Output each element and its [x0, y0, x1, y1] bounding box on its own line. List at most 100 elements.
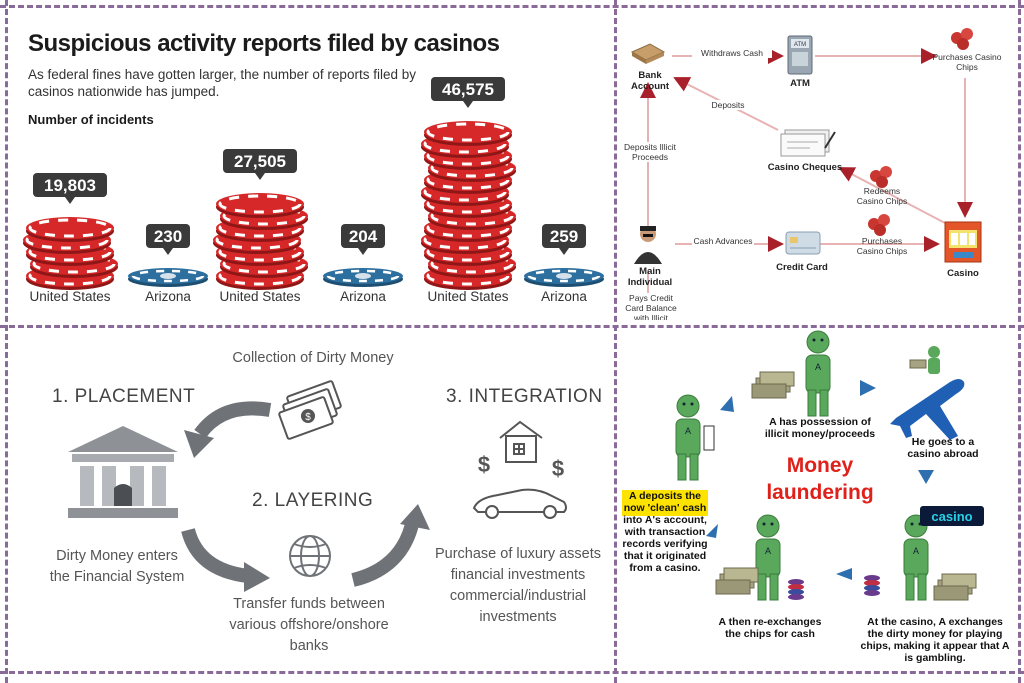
value-label-box [542, 224, 586, 248]
category-label: Arizona [541, 289, 587, 304]
value-label: 230 [154, 227, 182, 246]
chart-y-label: Number of incidents [28, 112, 154, 127]
value-label-box [223, 149, 297, 173]
cycle-title-line: laundering [766, 481, 874, 504]
reexchange-text: A then re-exchanges the chips for cash [718, 616, 822, 640]
credit-card-icon [785, 231, 821, 255]
stage-graphics: $ $ [68, 380, 567, 592]
category-label: United States [427, 289, 508, 304]
grid-line-bottom [0, 671, 1024, 674]
purchases-chips-top-label: Purchases Casino Chips [932, 52, 1002, 72]
chips-icon-bottom [868, 214, 890, 236]
value-label: 46,575 [442, 80, 494, 99]
casino-sign-box [920, 506, 984, 526]
casino-cheques-label: Casino Cheques [767, 162, 843, 173]
value-label-box [146, 224, 190, 248]
house-car-icon [472, 420, 567, 519]
value-label: 19,803 [44, 176, 96, 195]
cycle-title-line: Money [786, 454, 854, 477]
arrow-head-integration [400, 504, 430, 530]
integration-desc-line: investments [479, 609, 557, 625]
category-label: United States [29, 289, 110, 304]
person-letter: A [913, 546, 919, 556]
pays-credit-label: Pays Credit Card Balance with Illicit Pr… [625, 293, 677, 320]
value-label-box [33, 173, 107, 197]
cycle-title: Money laundering [750, 452, 890, 506]
cash-advances-label: Cash Advances [692, 236, 754, 246]
main-individual-label: Main Individual [627, 266, 673, 288]
withdraws-cash-label: Withdraws Cash [692, 48, 772, 58]
integration-desc-line: commercial/industrial [449, 588, 587, 604]
layering-desc-line: banks [289, 638, 329, 654]
value-label-box [341, 224, 385, 248]
cycle-arrow-3 [918, 470, 934, 484]
value-label-box [431, 77, 505, 101]
airplane-icon [890, 346, 965, 440]
money-stack-icon: $ [278, 380, 342, 440]
cycle-arrow-5 [706, 524, 718, 538]
credit-card-label: Credit Card [776, 262, 828, 273]
cash-stack-icon [751, 371, 795, 399]
cheques-icon [780, 129, 836, 157]
chip-stack-icon [864, 575, 880, 596]
chips-icon-top [951, 28, 973, 50]
flow-arrows: ATM [630, 28, 982, 293]
atm-icon: ATM [787, 35, 813, 75]
bank-account-label: Bank Account [631, 70, 669, 92]
value-label: 204 [349, 227, 378, 246]
chip-stack-icon [788, 579, 804, 600]
chip-stack-4 [323, 268, 403, 287]
layering-heading: 2. LAYERING [252, 490, 374, 511]
arrow-head-layering [244, 562, 270, 592]
arrow-redeems [838, 167, 946, 224]
cash-stack-icon [933, 573, 977, 601]
value-label: 259 [550, 227, 578, 246]
placement-desc-line: the Financial System [49, 569, 185, 585]
casino-icon [944, 221, 982, 263]
deposits-label: Deposits [708, 100, 748, 110]
arrow-to-layering [181, 527, 250, 583]
chip-stack-2 [128, 268, 208, 287]
arrow-to-placement [194, 401, 272, 439]
grid-line-top [0, 5, 1024, 8]
value-label-pointer [559, 248, 569, 255]
person-letter: A [765, 546, 771, 556]
cycle-arrow-2 [860, 380, 876, 396]
arrow-head-placement [184, 430, 214, 458]
layering-description: Transfer funds between various offshore/… [204, 594, 414, 657]
value-label: 27,505 [234, 152, 286, 171]
value-label-pointer [463, 101, 473, 108]
casino-label: Casino [947, 268, 979, 279]
svg-text:$: $ [305, 412, 311, 423]
casino-flow-diagram: ATM [620, 8, 1016, 320]
deposit-slip-icon [703, 425, 715, 451]
person-deposit [675, 394, 701, 481]
collection-label: Collection of Dirty Money [232, 350, 394, 366]
chip-stack-6 [524, 268, 604, 287]
person-casino [903, 514, 929, 601]
main-individual-icon [634, 226, 662, 264]
placement-heading: 1. PLACEMENT [52, 386, 196, 407]
chip-stack-1 [23, 217, 118, 290]
layering-desc-line: Transfer funds between [233, 596, 385, 612]
person-letter: A [685, 426, 691, 436]
grid-line-center [614, 0, 617, 683]
bank-building-icon [68, 426, 178, 518]
placement-description: Dirty Money enters the Financial System [32, 546, 202, 588]
atm-label: ATM [790, 78, 810, 89]
layering-desc-line: various offshore/onshore [229, 617, 389, 633]
cycle-graphics: A A A A casino [675, 330, 984, 601]
chips-icon-middle [870, 166, 892, 188]
placement-desc-line: Dirty Money enters [56, 548, 178, 564]
value-label-pointer [65, 197, 75, 204]
casino-sign: casino [931, 509, 972, 524]
person-possession [805, 330, 831, 417]
grid-line-left [5, 0, 8, 683]
laundering-stages: $ $ [8, 330, 608, 668]
value-label-pointer [358, 248, 368, 255]
dollar-icon-right: $ [552, 456, 564, 481]
abroad-text: He goes to a casino abroad [907, 436, 979, 460]
category-label: Arizona [145, 289, 191, 304]
chart-title: Suspicious activity reports filed by cas… [28, 30, 500, 57]
